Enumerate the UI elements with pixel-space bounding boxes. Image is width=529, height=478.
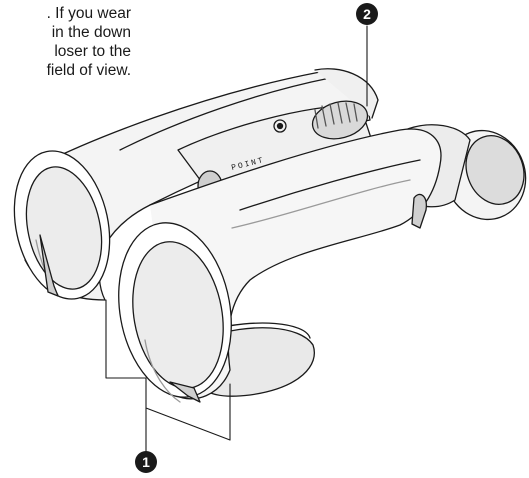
brand-icon [273, 119, 287, 133]
instruction-text: . If you wear in the down loser to the f… [0, 4, 131, 80]
focus-wheel [311, 100, 369, 140]
base-disc [204, 327, 315, 397]
svg-text:1: 1 [142, 454, 150, 470]
instruction-line: field of view. [46, 62, 131, 79]
svg-text:2: 2 [363, 6, 371, 22]
instruction-line: loser to the [54, 43, 131, 60]
callout-1-leader [105, 299, 231, 441]
callout-badge-2: 2 [356, 3, 378, 25]
instruction-line: in the down [51, 24, 131, 41]
callout-badge-1: 1 [135, 451, 157, 473]
instruction-line: . If you wear [46, 5, 131, 22]
